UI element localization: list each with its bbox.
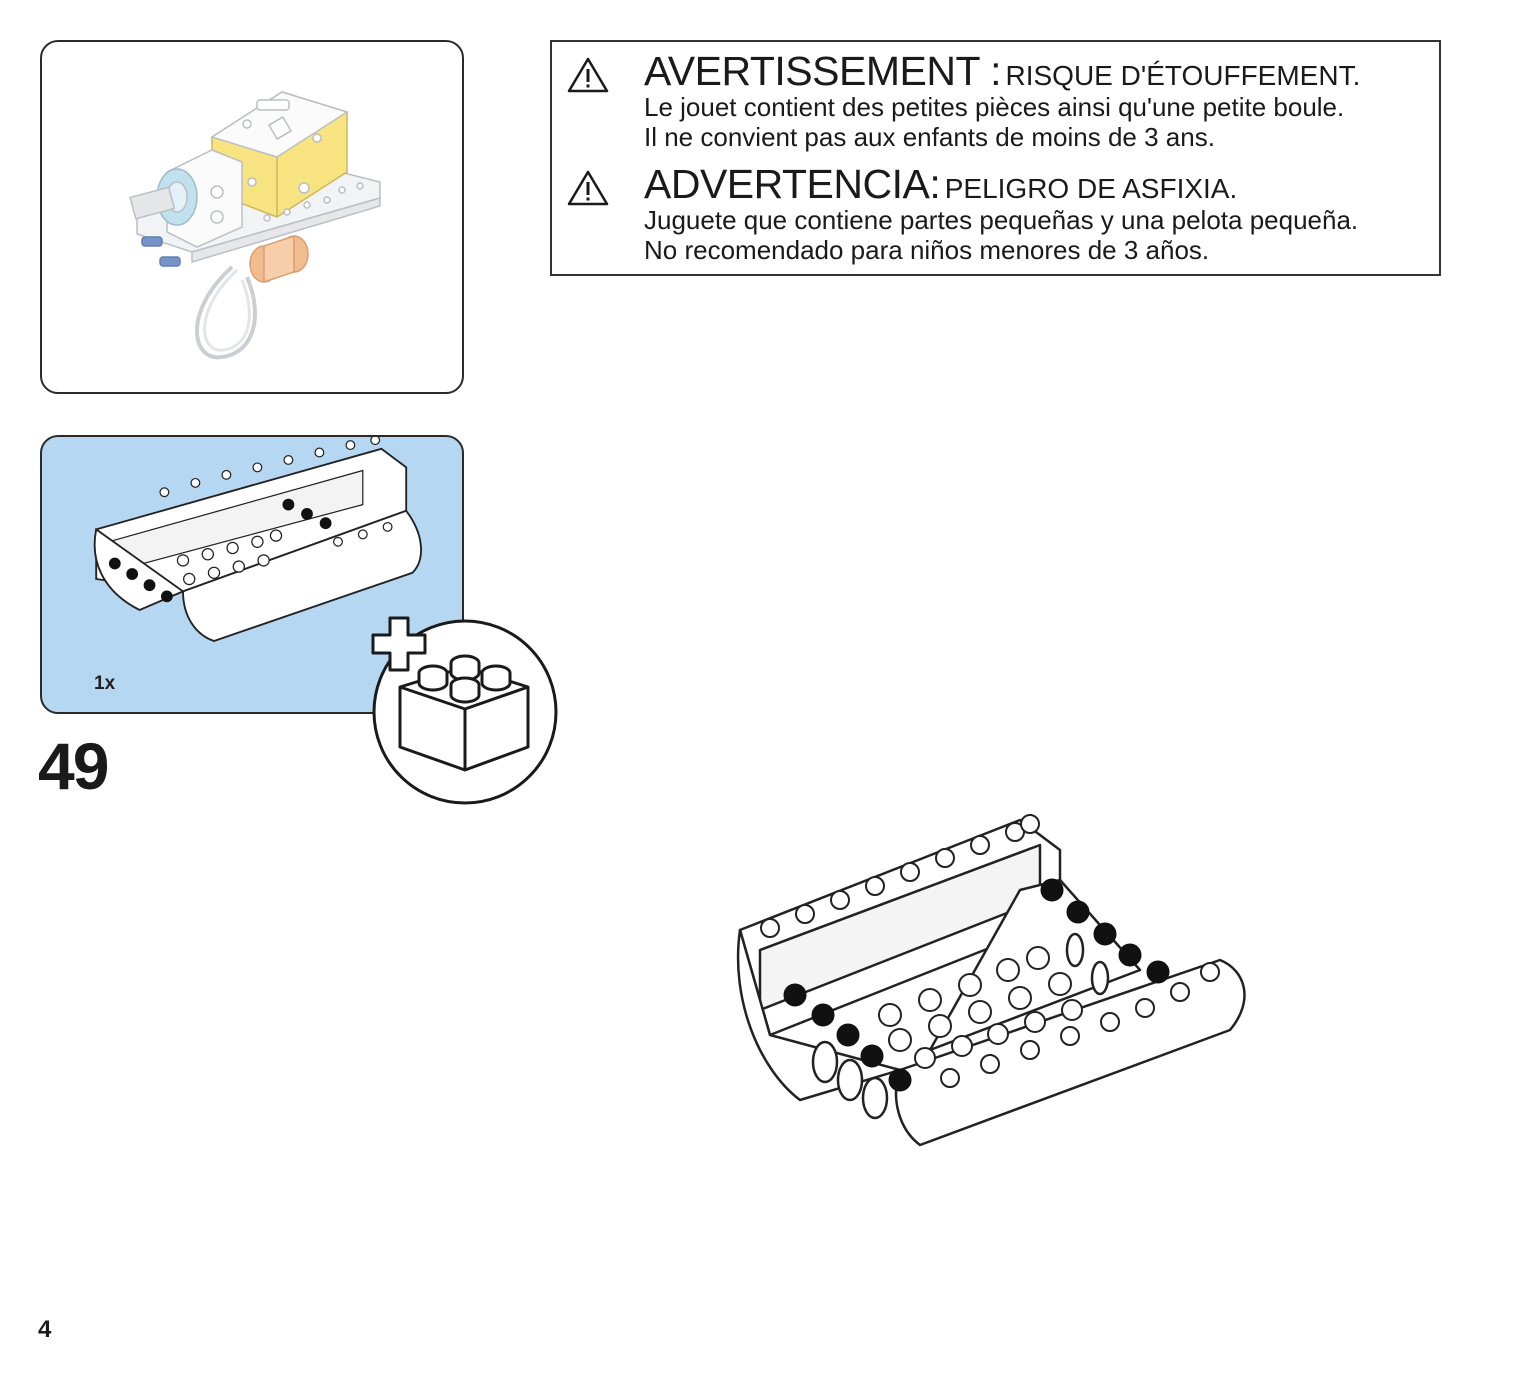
- warning-heading: AVERTISSEMENT : RISQUE D'ÉTOUFFEMENT.: [644, 48, 1360, 95]
- warning-heading: ADVERTENCIA: PELIGRO DE ASFIXIA.: [644, 161, 1237, 208]
- warning-title: ADVERTENCIA:: [644, 161, 941, 207]
- part-illustration: [93, 437, 422, 642]
- warning-line: Le jouet contient des petites pièces ain…: [644, 92, 1345, 122]
- add-brick-icon: [371, 616, 558, 805]
- model-overview-panel: [40, 40, 464, 394]
- warning-line: No recomendado para niños menores de 3 a…: [644, 235, 1210, 265]
- warning-title: AVERTISSEMENT :: [644, 48, 1002, 94]
- warning-subtitle: RISQUE D'ÉTOUFFEMENT.: [1005, 60, 1361, 91]
- warning-line: Il ne convient pas aux enfants de moins …: [644, 122, 1215, 152]
- build-step-illustration: [736, 814, 1246, 1147]
- choking-hazard-warning: AVERTISSEMENT : RISQUE D'ÉTOUFFEMENT. Le…: [550, 40, 1441, 276]
- warning-triangle-icon: [567, 170, 609, 206]
- page-number: 4: [38, 1316, 52, 1343]
- warning-subtitle: PELIGRO DE ASFIXIA.: [944, 173, 1238, 204]
- model-overview-illustration: [129, 91, 381, 360]
- warning-triangle-icon: [567, 57, 609, 93]
- part-quantity: 1x: [94, 673, 116, 694]
- step-number: 49: [38, 729, 109, 803]
- warning-line: Juguete que contiene partes pequeñas y u…: [644, 205, 1359, 235]
